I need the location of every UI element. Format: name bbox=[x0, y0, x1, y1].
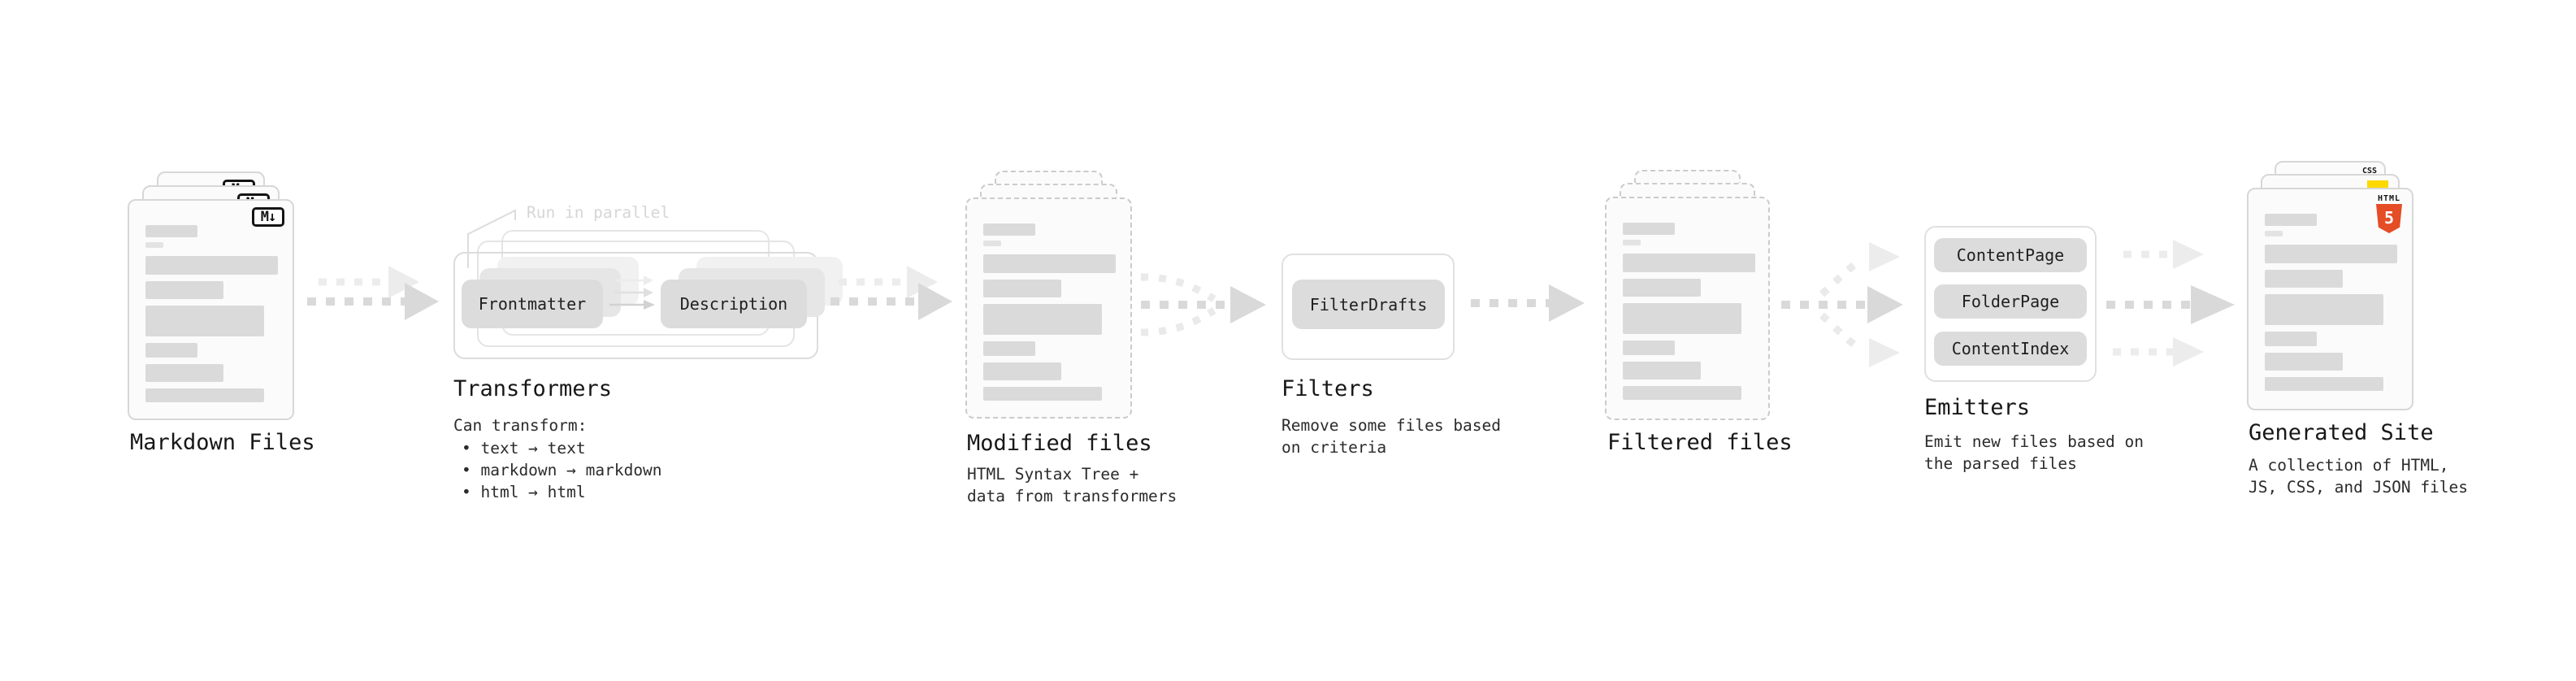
skeleton-bar bbox=[1623, 240, 1641, 245]
filters-caption-line1: Remove some files based bbox=[1281, 416, 1502, 435]
filterdrafts-node: FilterDrafts bbox=[1292, 280, 1445, 329]
skeleton-bar bbox=[2265, 353, 2343, 371]
stage-label-transformers: Transformers bbox=[453, 376, 613, 401]
stage-label-modified-files: Modified files bbox=[967, 431, 1152, 456]
modified-caption-line2: data from transformers bbox=[967, 487, 1177, 505]
emitters-caption-line1: Emit new files based on bbox=[1924, 432, 2144, 451]
skeleton-bar bbox=[983, 387, 1102, 401]
arrow-transformers-to-modified bbox=[830, 266, 952, 320]
css-icon-label: CSS bbox=[2361, 167, 2378, 176]
skeleton-bar bbox=[1623, 362, 1701, 380]
arrow-filtered-to-emitters bbox=[1781, 242, 1903, 367]
skeleton-bar bbox=[983, 241, 1001, 246]
skeleton-bar bbox=[2265, 245, 2397, 263]
transformers-bullet: • html → html bbox=[462, 483, 586, 501]
frontmatter-node: Frontmatter bbox=[462, 280, 603, 328]
skeleton-bar bbox=[145, 281, 223, 299]
skeleton-bar bbox=[145, 306, 264, 336]
generated-caption-line1: A collection of HTML, bbox=[2249, 456, 2449, 475]
stage-label-markdown-files: Markdown Files bbox=[130, 430, 315, 455]
skeleton-bar bbox=[1623, 223, 1675, 235]
skeleton-bar bbox=[145, 225, 197, 237]
contentpage-node: ContentPage bbox=[1934, 238, 2087, 272]
skeleton-bar bbox=[145, 343, 197, 358]
markdown-icon: M↓ bbox=[252, 207, 284, 227]
arrows-emitters-to-generated bbox=[2106, 240, 2235, 367]
emitters-caption-line2: the parsed files bbox=[1924, 454, 2077, 473]
skeleton-bar bbox=[145, 388, 264, 402]
transformers-bullet: • markdown → markdown bbox=[462, 461, 662, 479]
skeleton-bar bbox=[145, 256, 278, 275]
skeleton-bar bbox=[983, 341, 1035, 356]
transformers-caption: Can transform: bbox=[453, 416, 588, 435]
html5-icon: HTML 5 bbox=[2373, 194, 2405, 233]
arrow-modified-to-filters bbox=[1140, 273, 1266, 336]
skeleton-bar bbox=[1623, 340, 1675, 355]
skeleton-bar bbox=[1623, 303, 1741, 334]
modified-file-doc bbox=[965, 197, 1132, 419]
skeleton-bar bbox=[145, 364, 223, 382]
arrow-markdown-to-transformers bbox=[307, 266, 439, 320]
skeleton-bar bbox=[983, 362, 1061, 380]
skeleton-bar bbox=[1623, 386, 1741, 400]
modified-caption-line1: HTML Syntax Tree + bbox=[967, 465, 1139, 484]
skeleton-bar bbox=[1623, 279, 1701, 297]
run-in-parallel-annotation: Run in parallel bbox=[527, 203, 670, 222]
html5-icon-number: 5 bbox=[2383, 208, 2395, 228]
skeleton-bar bbox=[2265, 377, 2383, 391]
arrow-filters-to-filtered bbox=[1471, 284, 1585, 322]
contentindex-node: ContentIndex bbox=[1934, 332, 2087, 366]
filters-caption-line2: on criteria bbox=[1281, 438, 1387, 457]
skeleton-bar bbox=[983, 280, 1061, 297]
skeleton-bar bbox=[2265, 332, 2317, 346]
html5-icon-word: HTML bbox=[2377, 194, 2401, 203]
skeleton-bar bbox=[2265, 270, 2343, 288]
skeleton-bar bbox=[2265, 214, 2317, 226]
skeleton-bar bbox=[145, 242, 163, 248]
folderpage-node: FolderPage bbox=[1934, 284, 2087, 319]
generated-site-doc: HTML 5 bbox=[2247, 188, 2413, 410]
html5-icon-shield: 5 bbox=[2376, 204, 2402, 233]
markdown-file-doc: M↓ bbox=[128, 199, 294, 420]
stage-label-filters: Filters bbox=[1281, 376, 1374, 401]
skeleton-bar bbox=[983, 254, 1116, 273]
filtered-file-doc bbox=[1605, 197, 1770, 420]
stage-label-generated-site: Generated Site bbox=[2249, 420, 2434, 445]
skeleton-bar bbox=[983, 223, 1035, 236]
skeleton-bar bbox=[2265, 294, 2383, 325]
transformers-bullet: • text → text bbox=[462, 439, 586, 458]
skeleton-bar bbox=[1623, 254, 1755, 272]
stage-label-filtered-files: Filtered files bbox=[1607, 430, 1793, 455]
skeleton-bar bbox=[983, 304, 1102, 335]
skeleton-bar bbox=[2265, 231, 2283, 236]
generated-caption-line2: JS, CSS, and JSON files bbox=[2249, 478, 2469, 497]
stage-label-emitters: Emitters bbox=[1924, 395, 2031, 420]
description-node: Description bbox=[661, 280, 807, 328]
